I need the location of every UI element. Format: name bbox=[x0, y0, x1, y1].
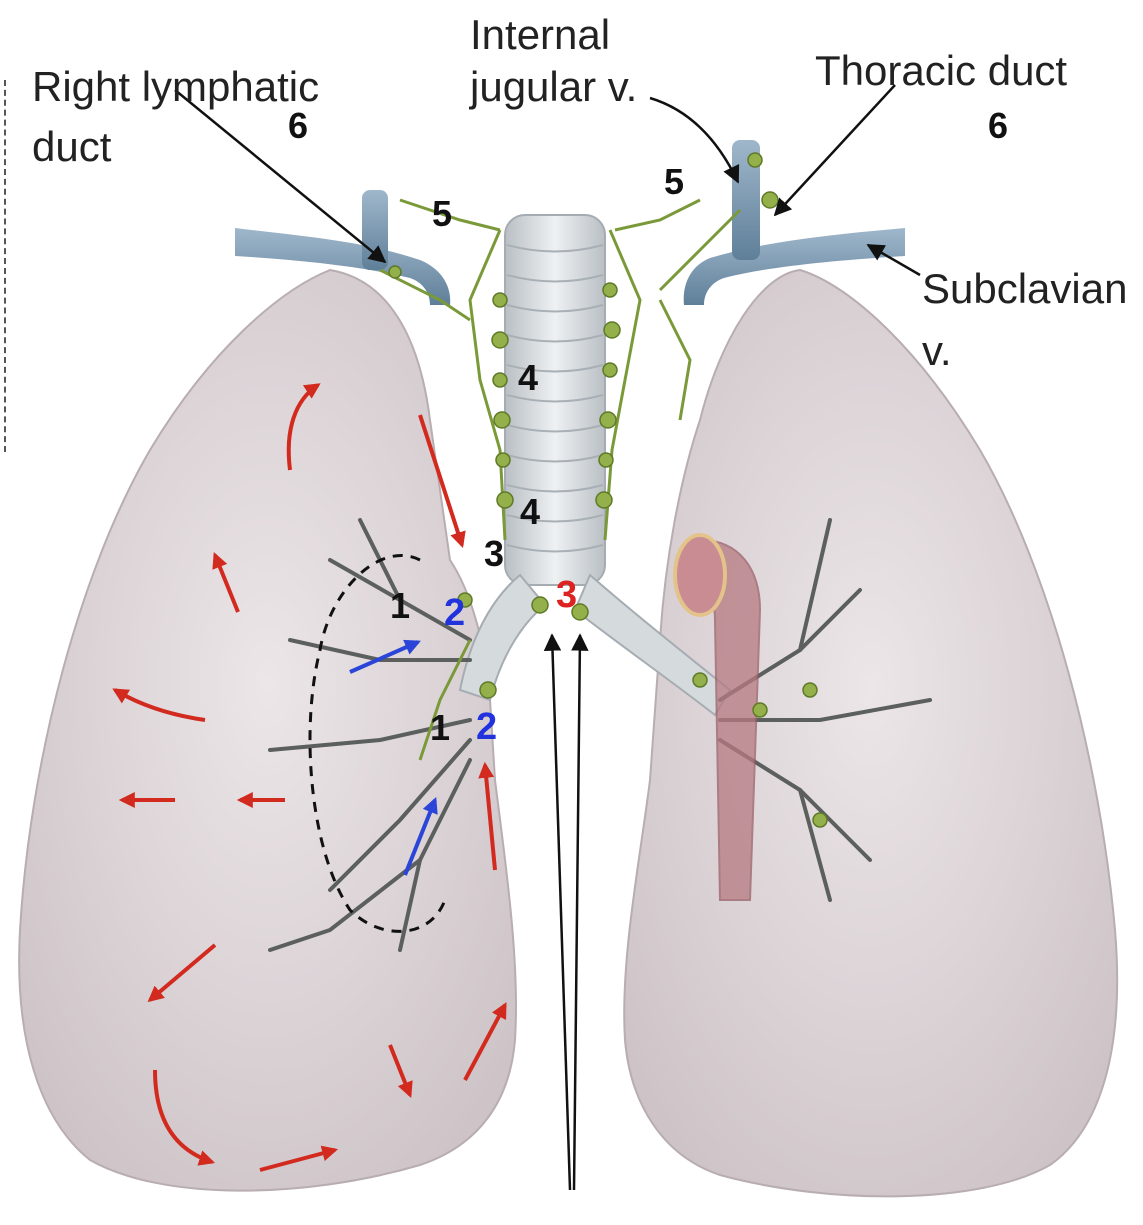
internal-jugular-label-line2: jugular v. bbox=[470, 66, 637, 108]
arrow-bottom-right bbox=[574, 635, 580, 1190]
dashed-frame-edge bbox=[4, 80, 6, 452]
thoracic-duct-label: Thoracic duct bbox=[815, 50, 1067, 92]
number-4-lower: 4 bbox=[520, 494, 540, 530]
number-2-lower: 2 bbox=[476, 708, 497, 746]
number-6-thoracic: 6 bbox=[988, 108, 1008, 144]
right-lymphatic-duct-label-line1: Right lymphatic bbox=[32, 66, 319, 108]
right-lymphatic-duct-label-line2: duct bbox=[32, 126, 111, 168]
number-3-black: 3 bbox=[484, 536, 504, 572]
number-1-lower: 1 bbox=[430, 710, 450, 746]
number-3-red: 3 bbox=[556, 576, 577, 614]
right-internal-jugular-vein bbox=[362, 190, 388, 270]
internal-jugular-label-line1: Internal bbox=[470, 14, 610, 56]
arrow-thoracic-duct bbox=[775, 85, 895, 215]
subclavian-label-line1: Subclavian bbox=[922, 268, 1127, 310]
left-lung bbox=[624, 270, 1117, 1196]
number-5-left: 5 bbox=[432, 196, 452, 232]
number-1-upper: 1 bbox=[390, 588, 410, 624]
arrow-bottom-left bbox=[552, 635, 570, 1190]
number-2-upper: 2 bbox=[444, 594, 465, 632]
number-6-right-lymphatic: 6 bbox=[288, 108, 308, 144]
aortic-arch-cut bbox=[675, 535, 725, 615]
number-5-right: 5 bbox=[664, 164, 684, 200]
subclavian-label-line2: v. bbox=[922, 330, 952, 372]
number-4-upper: 4 bbox=[518, 360, 538, 396]
